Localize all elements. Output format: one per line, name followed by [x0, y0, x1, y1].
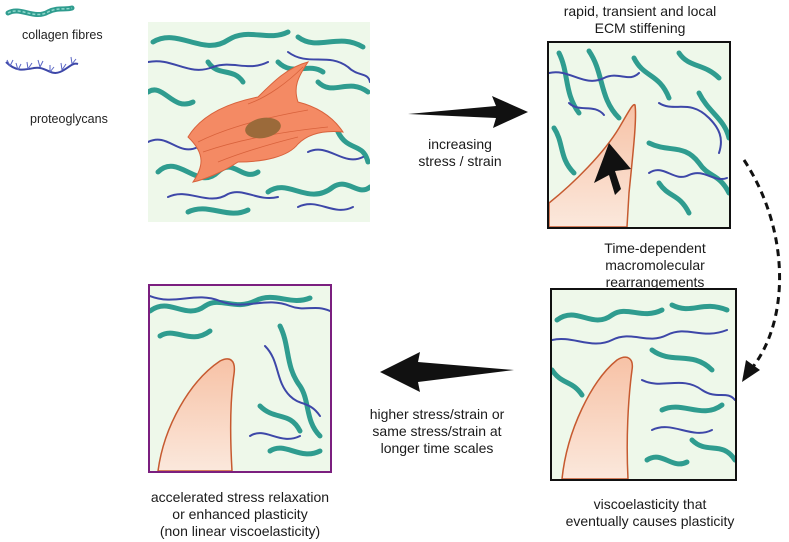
ecm-stiffening-title: rapid, transient and local ECM stiffenin… — [563, 3, 717, 36]
panel-viscoelasticity — [550, 288, 737, 481]
relaxed-ecm-illustration — [150, 295, 330, 471]
accelerated-relaxation-caption: accelerated stress relaxation or enhance… — [150, 489, 330, 539]
increasing-stress-label: increasing stress / strain — [418, 136, 502, 169]
cell-edge — [157, 358, 236, 471]
panel-ecm-stiffening — [547, 41, 731, 229]
collagen-legend-label: collagen fibres — [22, 28, 103, 42]
higher-stress-label: higher stress/strain or same stress/stra… — [369, 406, 505, 456]
panel-accelerated-relaxation — [148, 284, 332, 473]
resting-cell-illustration — [148, 29, 370, 216]
stiffened-ecm-illustration — [549, 48, 729, 227]
viscoelasticity-caption: viscoelasticity that eventually causes p… — [565, 496, 735, 529]
fibroblast-cell — [187, 61, 345, 183]
panel-resting-cell — [148, 22, 370, 222]
proteoglycan-legend-label: proteoglycans — [30, 112, 108, 126]
rearrangements-label: Time-dependent macromolecular rearrangem… — [604, 240, 706, 290]
cell-edge — [549, 103, 637, 227]
proteoglycan-legend-icon — [5, 61, 79, 74]
rearranged-ecm-illustration — [552, 302, 735, 479]
cell-edge — [561, 356, 634, 479]
cell-force-arrow — [594, 143, 631, 195]
collagen-legend-icon-highlight — [7, 7, 73, 16]
collagen-legend-icon — [5, 5, 75, 18]
